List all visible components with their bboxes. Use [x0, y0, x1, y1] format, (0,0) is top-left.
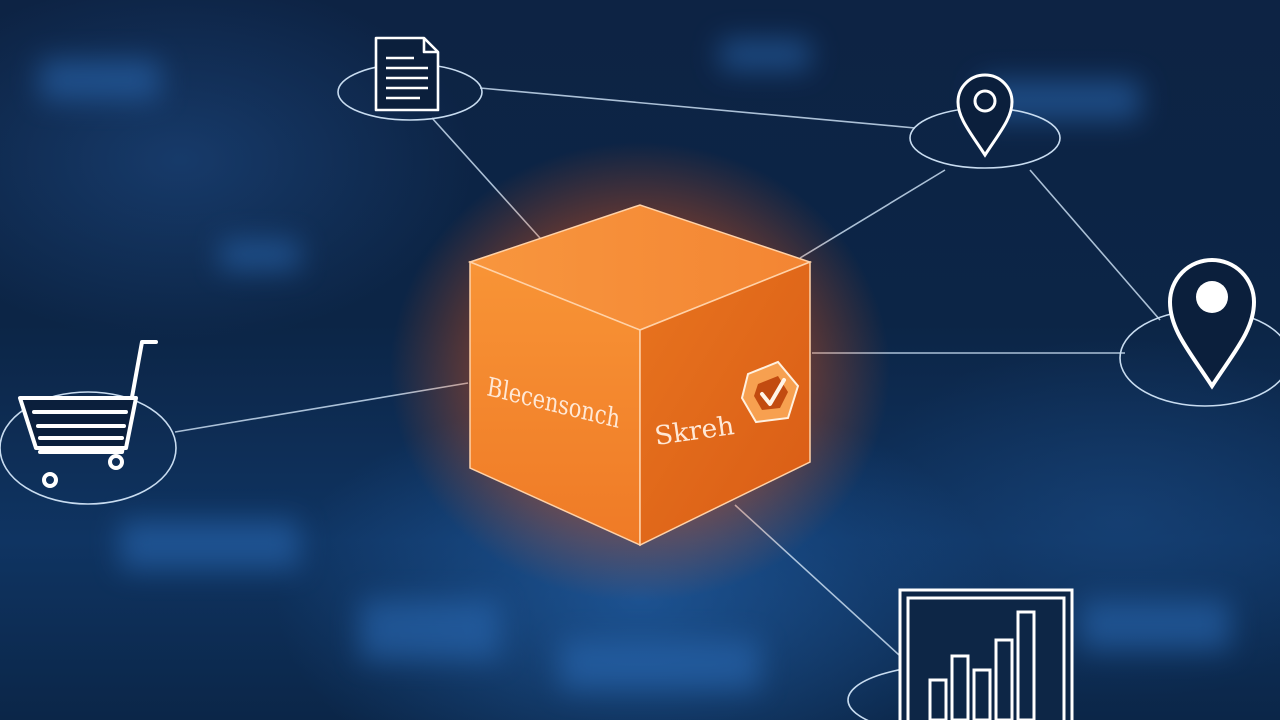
document-icon [374, 36, 440, 112]
badge-logo-icon [740, 360, 800, 424]
location-node-small [909, 73, 1061, 169]
shopping-cart-icon [18, 340, 158, 488]
blockchain-cube: Blecensonch Skreh [467, 204, 813, 547]
bar-chart-icon [898, 588, 1074, 720]
location-node-large [1119, 258, 1280, 407]
map-pin-icon [1167, 258, 1257, 390]
chart-node [847, 588, 1074, 720]
cart-node [0, 340, 177, 505]
map-pin-icon [956, 73, 1014, 158]
document-node [337, 36, 483, 121]
